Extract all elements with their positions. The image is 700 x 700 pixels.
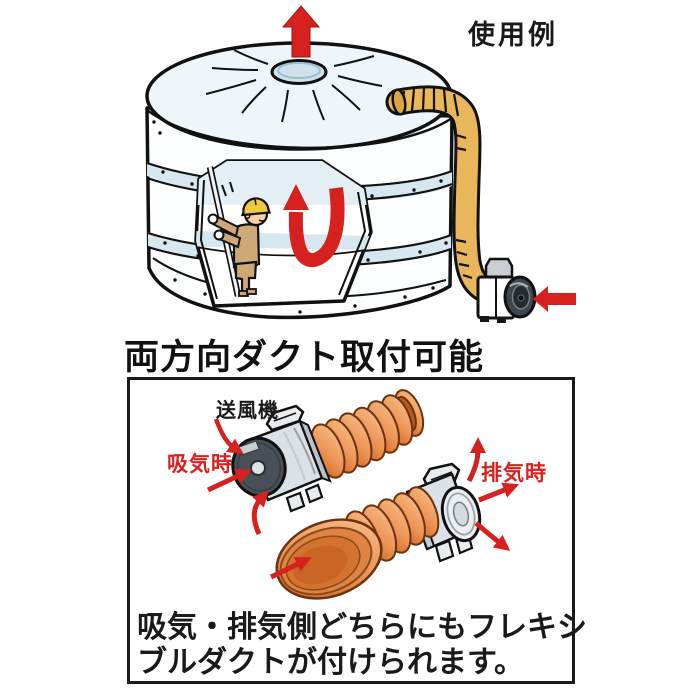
blower-label: 送風機 xyxy=(216,400,279,422)
caption-line-1: 吸気・排気側どちらにもフレキシ xyxy=(137,611,587,644)
worker xyxy=(206,166,271,297)
blower-label-arrow-icon xyxy=(213,418,244,455)
duct-bell-mouth xyxy=(275,518,383,600)
exhaust-up-arrow-icon xyxy=(281,5,321,58)
intake-left-arrow-icon xyxy=(533,286,576,312)
airflow-u-turn-arrow-icon xyxy=(283,184,345,267)
intake-curved-arrow-icon xyxy=(251,490,269,536)
exhaust-right-arrow-icon xyxy=(478,482,520,503)
usage-example-scene xyxy=(145,5,576,323)
exhaust-down-arrow-icon xyxy=(474,521,511,551)
duct-attachment-diagram xyxy=(206,389,520,600)
intake-arrow-icon xyxy=(206,469,252,493)
portable-blower xyxy=(476,257,537,323)
exhaust-label: 排気時 xyxy=(481,462,547,485)
blower-hub xyxy=(250,460,266,476)
bidirectional-duct-box: 送風機 吸気時 排気時 吸気・排気側どちらにもフレキシ ブルダクトが付けられます… xyxy=(127,377,587,684)
usage-example-label: 使用例 xyxy=(468,20,558,50)
diagram-caption: 吸気・排気側どちらにもフレキシ ブルダクトが付けられます。 xyxy=(137,610,587,680)
tank-vent-hole xyxy=(270,59,328,85)
intake-into-duct-arrow-icon xyxy=(269,557,312,580)
lid-radial-lines xyxy=(205,49,383,123)
intake-label: 吸気時 xyxy=(167,453,233,476)
exhaust-airflow-arrows xyxy=(269,437,520,580)
caption-line-2: ブルダクトが付けられます。 xyxy=(137,646,524,679)
flexible-duct-yellow xyxy=(385,85,506,307)
exhaust-duct-orange xyxy=(275,486,440,600)
blower-handle xyxy=(265,404,305,432)
headline: 両方向ダクト取付可能 xyxy=(124,338,485,377)
worker-helmet xyxy=(240,197,271,217)
exhaust-up-arrow-icon xyxy=(466,437,486,483)
intake-duct-orange xyxy=(310,389,425,479)
intake-airflow-arrows xyxy=(206,418,269,536)
